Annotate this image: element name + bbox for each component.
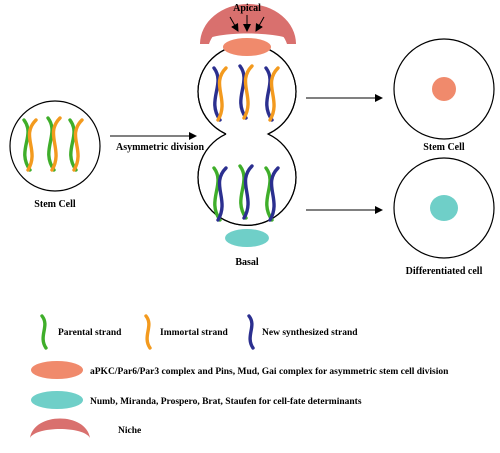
parental-strand: [68, 118, 78, 172]
legend-immortal-swatch: [144, 314, 152, 350]
apical-label: Apical: [233, 3, 261, 14]
legend-new-label: New synthesized strand: [262, 328, 358, 338]
stem-cell-right-label: Stem Cell: [423, 142, 465, 153]
legend-niche-label: Niche: [118, 426, 141, 436]
apkc-in-stem-cell: [432, 77, 456, 101]
immortal-strand: [26, 118, 38, 172]
legend-parental-swatch: [40, 314, 48, 350]
immortal-strand: [50, 116, 62, 172]
numb-complex-basal: [225, 229, 269, 247]
basal-label: Basal: [235, 257, 259, 268]
stem-cell-left-label: Stem Cell: [34, 199, 76, 210]
upper-daughter-chromosomes: [212, 64, 280, 122]
legend-parental-label: Parental strand: [58, 328, 122, 338]
parental-strand: [22, 118, 32, 172]
legend-niche-swatch: [30, 418, 90, 438]
legend-apkc-label: aPKC/Par6/Par3 complex and Pins, Mud, Ga…: [90, 367, 449, 377]
legend-numb-label: Numb, Miranda, Prospero, Brat, Staufen f…: [90, 397, 362, 407]
lower-daughter-chromosomes: [212, 164, 280, 222]
niche-cap: [200, 20, 296, 44]
legend-apkc-swatch: [31, 361, 83, 379]
asymmetric-division-label: Asymmetric division: [116, 142, 204, 153]
immortal-strand: [72, 118, 84, 172]
signal-arrow: [255, 16, 265, 32]
differentiated-cell-label: Differentiated cell: [406, 266, 483, 277]
legend-numb-swatch: [31, 391, 83, 409]
stem-cell-left: [9, 100, 101, 192]
legend: Parental strand Immortal strand New synt…: [30, 314, 449, 438]
signal-arrow: [229, 16, 239, 32]
apkc-complex-apical: [223, 38, 271, 56]
parental-strand: [46, 116, 56, 172]
niche-crescent: [200, 4, 296, 44]
numb-in-differentiated-cell: [430, 195, 458, 221]
legend-immortal-label: Immortal strand: [160, 328, 229, 338]
legend-new-swatch: [247, 314, 255, 350]
